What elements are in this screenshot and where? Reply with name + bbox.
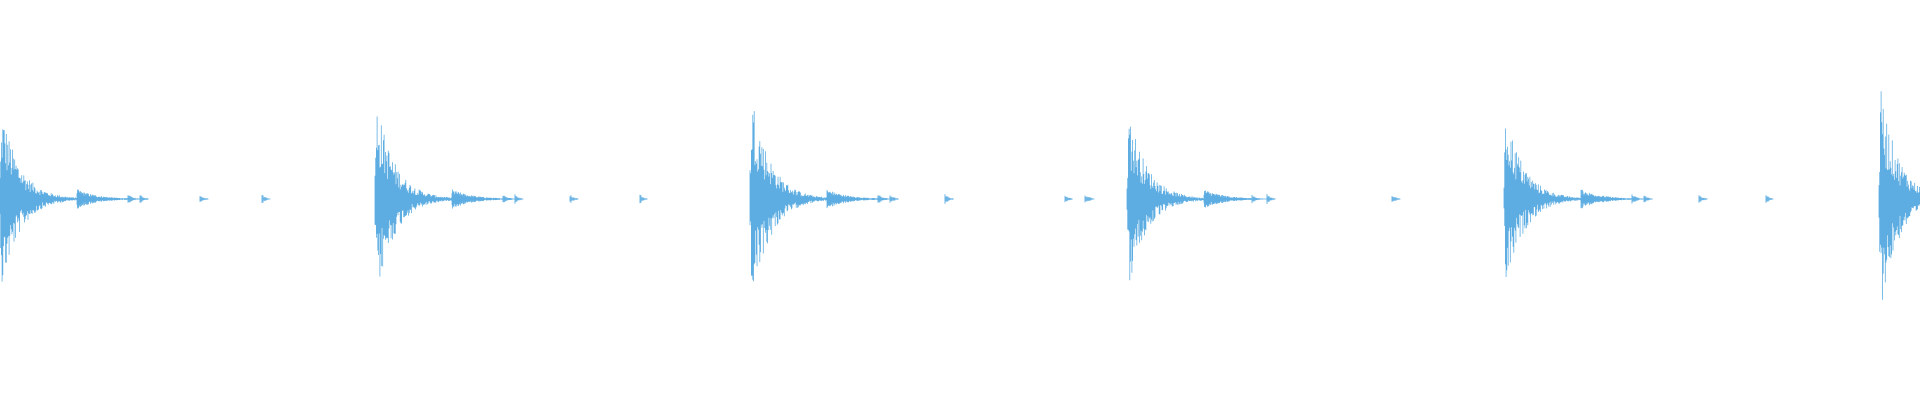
waveform-transient xyxy=(374,116,520,277)
waveform-echo-blip xyxy=(261,195,271,203)
waveform-transient xyxy=(749,111,895,282)
waveform-echo-blip xyxy=(877,195,889,203)
waveform-echo-blip xyxy=(1698,195,1708,203)
waveform-echo-blip xyxy=(199,196,209,202)
waveform-echo-blip xyxy=(639,194,648,204)
waveform-echo-blip xyxy=(1266,194,1276,204)
waveform-echo-blip xyxy=(502,195,514,203)
waveform-echo-blip xyxy=(514,194,524,204)
waveform-echo-blip xyxy=(127,195,139,203)
waveform-transient xyxy=(1126,126,1272,281)
waveform-hit xyxy=(1503,128,1774,277)
waveform-echo-blip xyxy=(1765,195,1774,203)
waveform-transient xyxy=(0,129,145,282)
waveform-echo-blip xyxy=(944,194,954,204)
waveform-echo-blip xyxy=(1251,194,1262,204)
waveform-echo-blip xyxy=(1643,195,1653,203)
waveform-transient xyxy=(1878,91,1920,300)
waveform-echo-blip xyxy=(889,195,899,203)
waveform-echo-blip xyxy=(1084,195,1095,203)
waveform-hit xyxy=(749,111,1095,282)
waveform-echo-blip xyxy=(1391,196,1401,202)
waveform-hit xyxy=(374,116,648,277)
waveform-echo-blip xyxy=(139,195,149,203)
waveform-echo-blip xyxy=(1064,195,1073,203)
waveform-transient xyxy=(1503,128,1649,277)
waveform-hit xyxy=(0,129,271,282)
waveform-hit xyxy=(1878,91,1920,300)
waveform-echo-blip xyxy=(1631,194,1643,204)
waveform-echo-blip xyxy=(569,195,579,203)
waveform-hit xyxy=(1126,126,1401,281)
